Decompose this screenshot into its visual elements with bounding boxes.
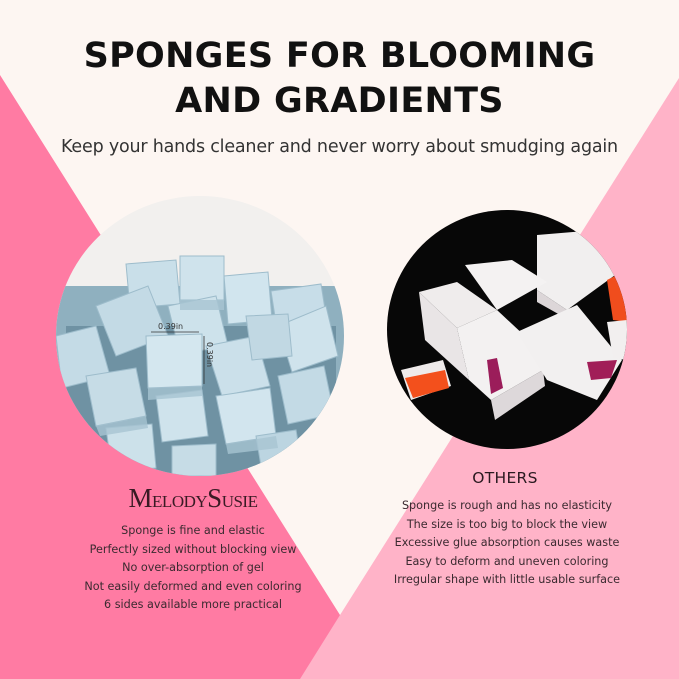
brand-letter-s: S <box>207 483 222 513</box>
white-sponge-blocks-icon <box>387 210 627 449</box>
measure-label-side: 0.39in <box>205 342 214 367</box>
melodysusie-features-list: Sponge is fine and elastic Perfectly siz… <box>43 522 343 615</box>
page-title: SPONGES FOR BLOOMING AND GRADIENTS <box>0 34 679 124</box>
feature-item: Perfectly sized without blocking view <box>89 542 297 556</box>
brand-text-elody: ELODY <box>152 492 208 511</box>
title-line-2: AND GRADIENTS <box>175 81 504 121</box>
title-line-1: SPONGES FOR BLOOMING <box>83 36 596 76</box>
feature-item: Sponge is fine and elastic <box>121 524 265 537</box>
melodysusie-sponge-photo: 0.39in 0.39in <box>56 196 344 476</box>
feature-item: Excessive glue absorption causes waste <box>394 536 620 550</box>
measure-label-top: 0.39in <box>158 322 183 331</box>
feature-item: 6 sides available more practical <box>104 598 282 612</box>
brand-logo-melodysusie: MELODYSUSIE <box>93 485 293 515</box>
feature-item: Sponge is rough and has no elasticity <box>401 499 613 512</box>
blue-cube-sponges-icon: 0.39in 0.39in <box>56 196 344 476</box>
feature-item: Easy to deform and uneven coloring <box>405 554 609 568</box>
left-pink-triangle <box>0 75 381 679</box>
feature-item: The size is too big to block the view <box>406 517 608 531</box>
others-sponge-photo <box>387 210 627 449</box>
feature-item: Not easily deformed and even coloring <box>84 579 302 593</box>
others-heading: OTHERS <box>472 469 538 487</box>
brand-letter-m: M <box>128 483 153 513</box>
feature-item: No over-absorption of gel <box>122 561 264 575</box>
page-subtitle: Keep your hands cleaner and never worry … <box>61 137 618 157</box>
others-features-list: Sponge is rough and has no elasticity Th… <box>375 497 639 590</box>
feature-item: Irregular shape with little usable surfa… <box>393 573 621 587</box>
brand-text-usie: USIE <box>221 492 258 511</box>
